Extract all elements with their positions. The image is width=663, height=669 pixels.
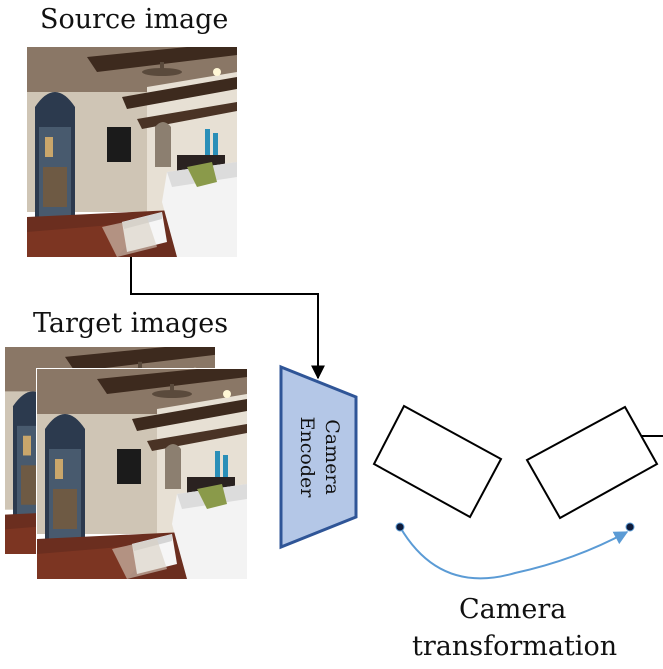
source-to-encoder-arrow (130, 257, 325, 380)
camera-encoder-block (279, 364, 358, 550)
target-room-image-front (36, 368, 248, 580)
camera-origin-dot-1 (395, 522, 405, 532)
camera-transformation-arrow (399, 526, 629, 580)
camera-frame-1 (372, 404, 503, 519)
encoder-label-line1: Camera (321, 419, 343, 495)
source-room-image (27, 47, 237, 257)
camera-frame-2 (525, 405, 659, 520)
camera-transformation-label-line1: Camera (459, 594, 567, 625)
target-images-label: Target images (33, 308, 229, 339)
camera-origin-dot-2 (625, 522, 635, 532)
camera-transformation-label-line2: transformation (412, 631, 618, 662)
source-image-label: Source image (40, 4, 229, 35)
encoder-label-line2: Encoder (296, 417, 318, 499)
